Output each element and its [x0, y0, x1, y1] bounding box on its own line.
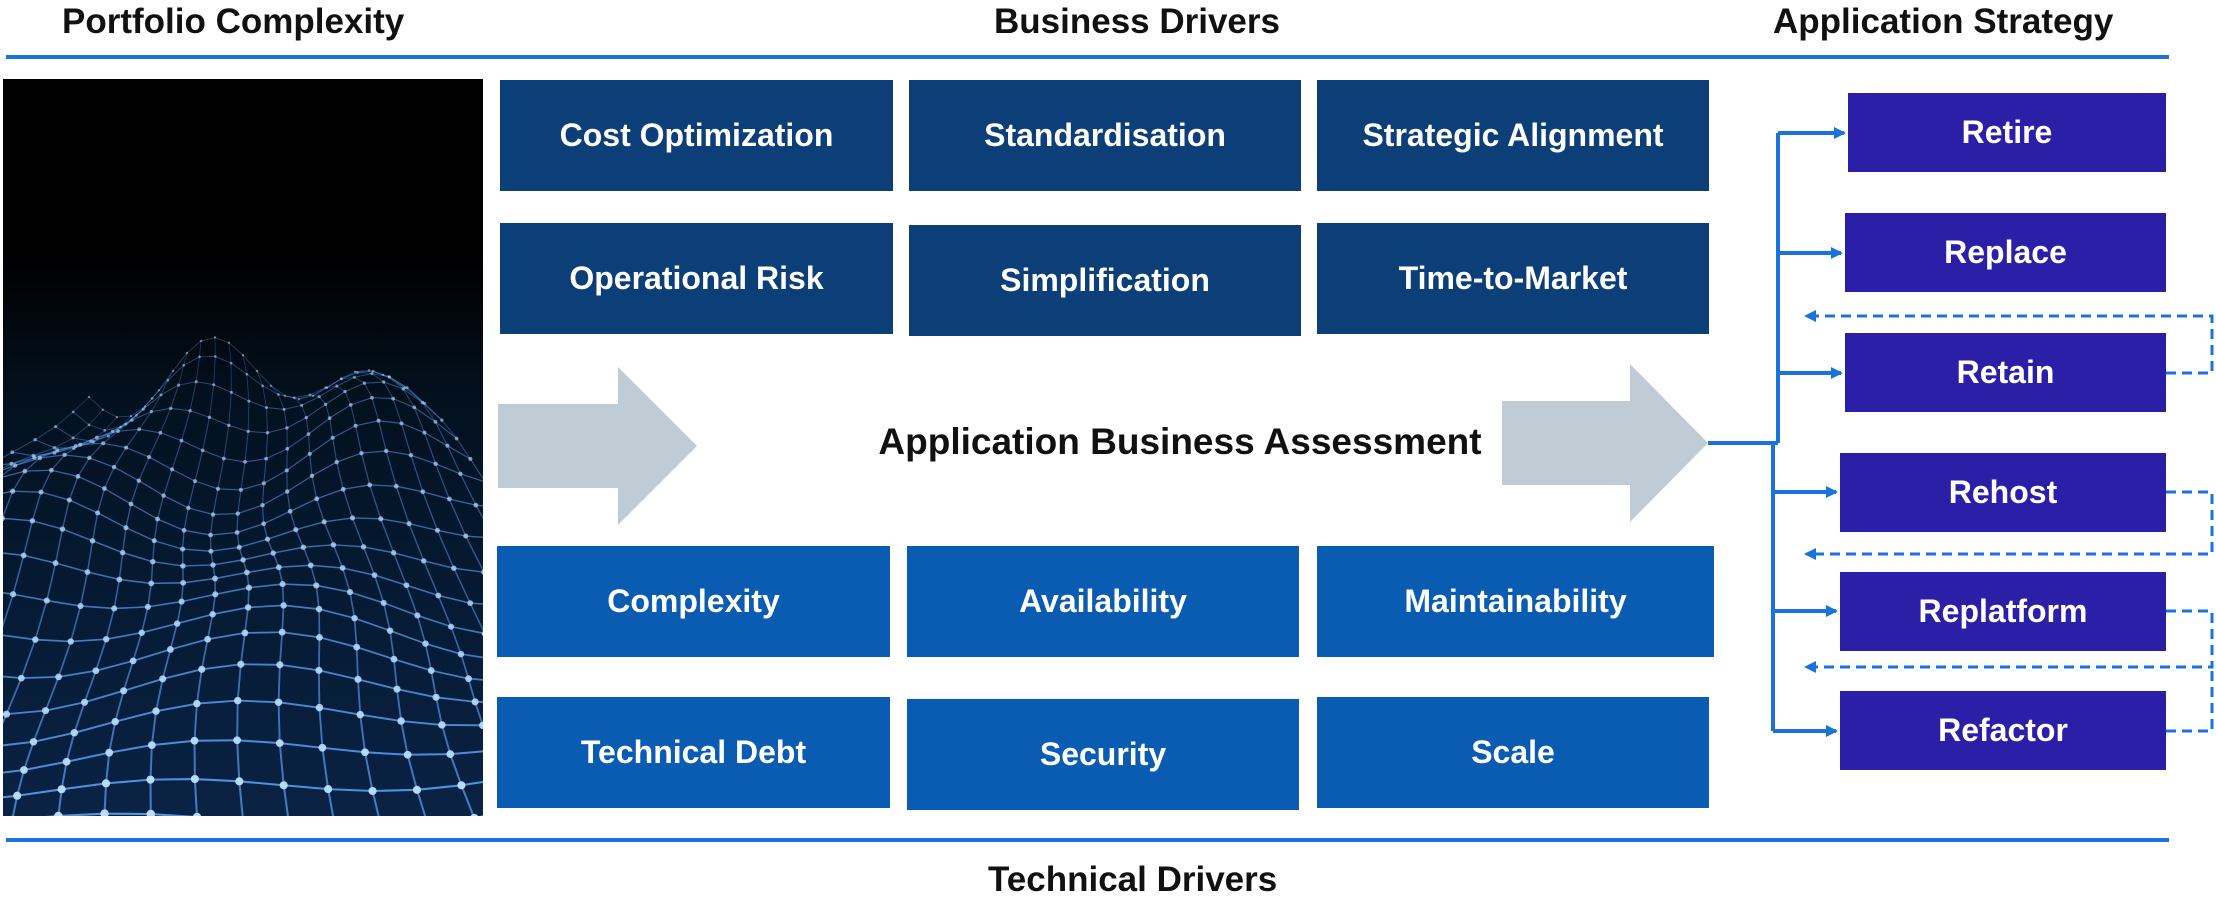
top-divider — [6, 55, 2169, 59]
technical-driver-availability: Availability — [907, 546, 1299, 657]
portfolio-complexity-heading: Portfolio Complexity — [62, 0, 404, 44]
business-driver-simplification: Simplification — [909, 225, 1301, 336]
application-business-assessment-label: Application Business Assessment — [700, 414, 1660, 470]
business-driver-operational-risk: Operational Risk — [500, 223, 893, 334]
technical-driver-technical-debt: Technical Debt — [497, 697, 890, 808]
strategy-retire: Retire — [1848, 93, 2166, 172]
feedback-refactor — [2166, 667, 2212, 731]
mesh-nodes — [3, 336, 483, 816]
technical-driver-scale: Scale — [1317, 697, 1709, 808]
strategy-refactor: Refactor — [1840, 691, 2166, 770]
strategy-rehost: Rehost — [1840, 453, 2166, 532]
business-driver-time-to-market: Time-to-Market — [1317, 223, 1709, 334]
business-driver-cost-optimization: Cost Optimization — [500, 80, 893, 191]
mesh-lines — [3, 337, 483, 816]
business-driver-standardisation: Standardisation — [909, 80, 1301, 191]
strategy-replace: Replace — [1845, 213, 2166, 292]
business-driver-strategic-alignment: Strategic Alignment — [1317, 80, 1709, 191]
bottom-divider — [6, 838, 2169, 842]
technical-drivers-heading: Technical Drivers — [988, 858, 1277, 902]
technical-driver-complexity: Complexity — [497, 546, 890, 657]
strategy-retain: Retain — [1845, 333, 2166, 412]
application-strategy-heading: Application Strategy — [1773, 0, 2113, 44]
network-mesh-wave-image — [3, 79, 483, 816]
business-drivers-heading: Business Drivers — [994, 0, 1280, 44]
strategy-replatform: Replatform — [1840, 572, 2166, 651]
technical-driver-security: Security — [907, 699, 1299, 810]
left-arrow-icon — [498, 367, 697, 525]
technical-driver-maintainability: Maintainability — [1317, 546, 1714, 657]
